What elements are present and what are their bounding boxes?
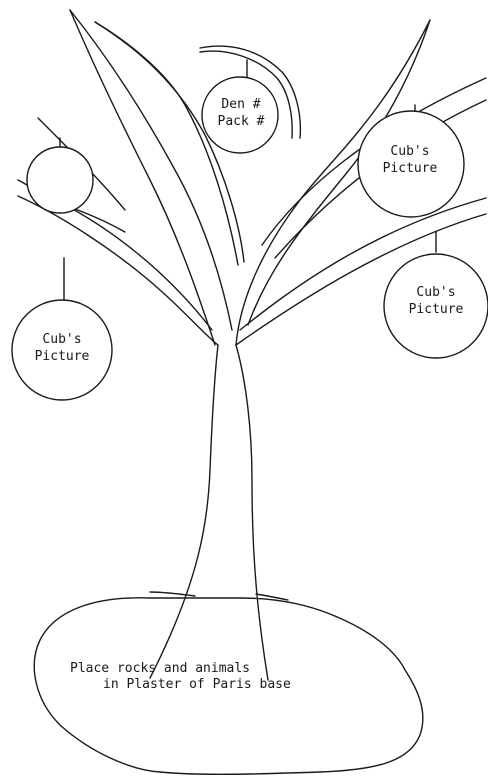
pack-label: Pack # bbox=[200, 113, 282, 130]
cub-label: Cub's bbox=[12, 331, 112, 348]
trunk-right-edge bbox=[236, 345, 268, 680]
base-instruction-line-1: Place rocks and animals bbox=[70, 660, 250, 677]
cub-picture-label-upper-right: Cub's Picture bbox=[360, 143, 460, 177]
root-left bbox=[150, 592, 195, 596]
cub-label: Cub's bbox=[386, 284, 486, 301]
den-pack-label: Den # Pack # bbox=[200, 96, 282, 130]
picture-label: Picture bbox=[360, 160, 460, 177]
cub-label: Cub's bbox=[360, 143, 460, 160]
picture-label: Picture bbox=[386, 301, 486, 318]
base-instruction-line-2: in Plaster of Paris base bbox=[103, 676, 291, 693]
ornament-blank bbox=[27, 147, 93, 213]
cub-picture-label-right: Cub's Picture bbox=[386, 284, 486, 318]
den-label: Den # bbox=[200, 96, 282, 113]
trunk-left-edge bbox=[150, 345, 218, 678]
picture-label: Picture bbox=[12, 348, 112, 365]
cub-picture-label-left: Cub's Picture bbox=[12, 331, 112, 365]
